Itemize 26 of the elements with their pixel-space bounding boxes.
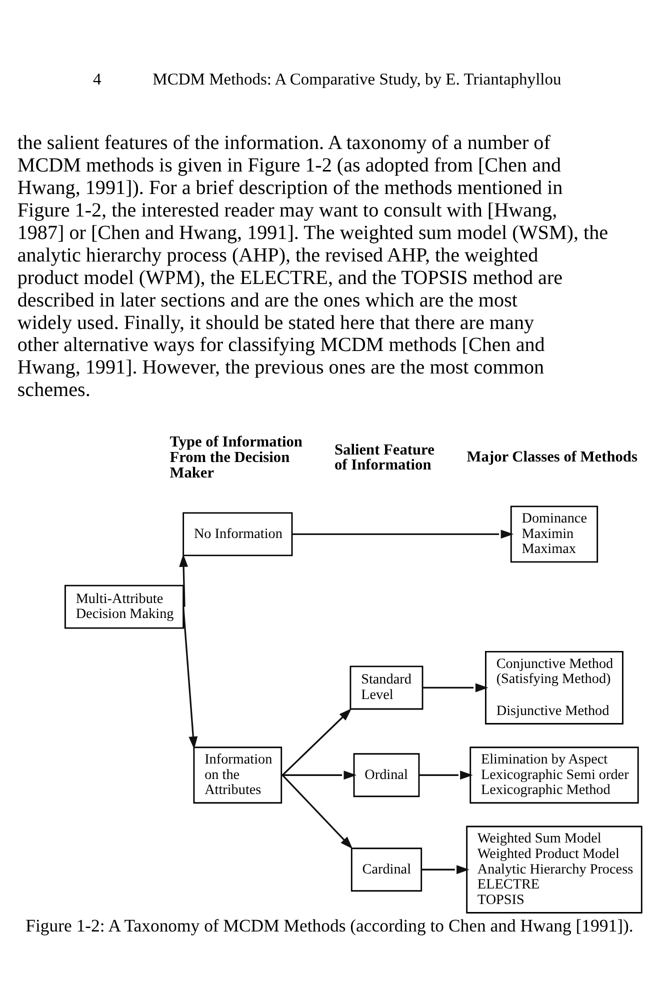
arrow xyxy=(281,770,357,780)
label: Type of Information From the Decision Maker xyxy=(170,433,302,481)
label: 4 xyxy=(92,68,102,88)
node-box: Conjunctive Method (Satisfying Method) Disjunctive Method xyxy=(485,650,624,724)
caption: Figure 1-2: A Taxonomy of MCDM Methods (according to Chen and Hwang [1991]). xyxy=(26,915,634,936)
arrow xyxy=(179,554,188,606)
node-box: Multi-Attribute Decision Making xyxy=(64,584,184,628)
label: MCDM Methods: A Comparative Study, by E. Triantaphyllou xyxy=(152,68,562,88)
node-box: Ordinal xyxy=(353,752,420,797)
label: Major Classes of Methods xyxy=(466,448,638,465)
node-box: Elimination by Aspect Lexicographic Semi order Lexicographic Method xyxy=(470,746,639,804)
arrow xyxy=(282,708,352,776)
node-box: Dominance Maximin Maximax xyxy=(510,505,598,562)
node-box: No Information xyxy=(182,512,293,556)
arrow xyxy=(418,770,473,780)
arrow xyxy=(422,682,488,692)
arrow xyxy=(421,864,470,874)
arrow xyxy=(182,606,198,749)
arrow xyxy=(282,774,353,848)
node-box: Weighted Sum Model Weighted Product Model Analytic Hierarchy Process ELECTRE TOPSIS xyxy=(466,825,642,913)
label: the salient features of the information. A taxonomy of a number of MCDM methods is given in Figure 1-2 (as adopted from [Chen and Hwang, 1991]). For a brief description of the methods mentioned in Figure 1-2, the interested reader may want to consult with [Hwang, 1987] or [Chen and Hwang, 1991]. The weighted sum model (WSM), the analytic hierarchy process (AHP), the revised AHP, the weighted product model (WPM), the ELECTRE, and the TOPSIS method are described in later sections and are the ones which are the most widely used. Finally, it should be stated here that there are many other alternative ways for classifying MCDM methods [Chen and Hwang, 1991]. However, the previous ones are the most common schemes. xyxy=(17,132,608,401)
arrow xyxy=(292,529,514,538)
node-box: Standard Level xyxy=(350,665,424,710)
label: Salient Feature of Information xyxy=(334,440,434,474)
node-box: Information on the Attributes xyxy=(193,746,282,804)
node-box: Cardinal xyxy=(350,847,422,892)
